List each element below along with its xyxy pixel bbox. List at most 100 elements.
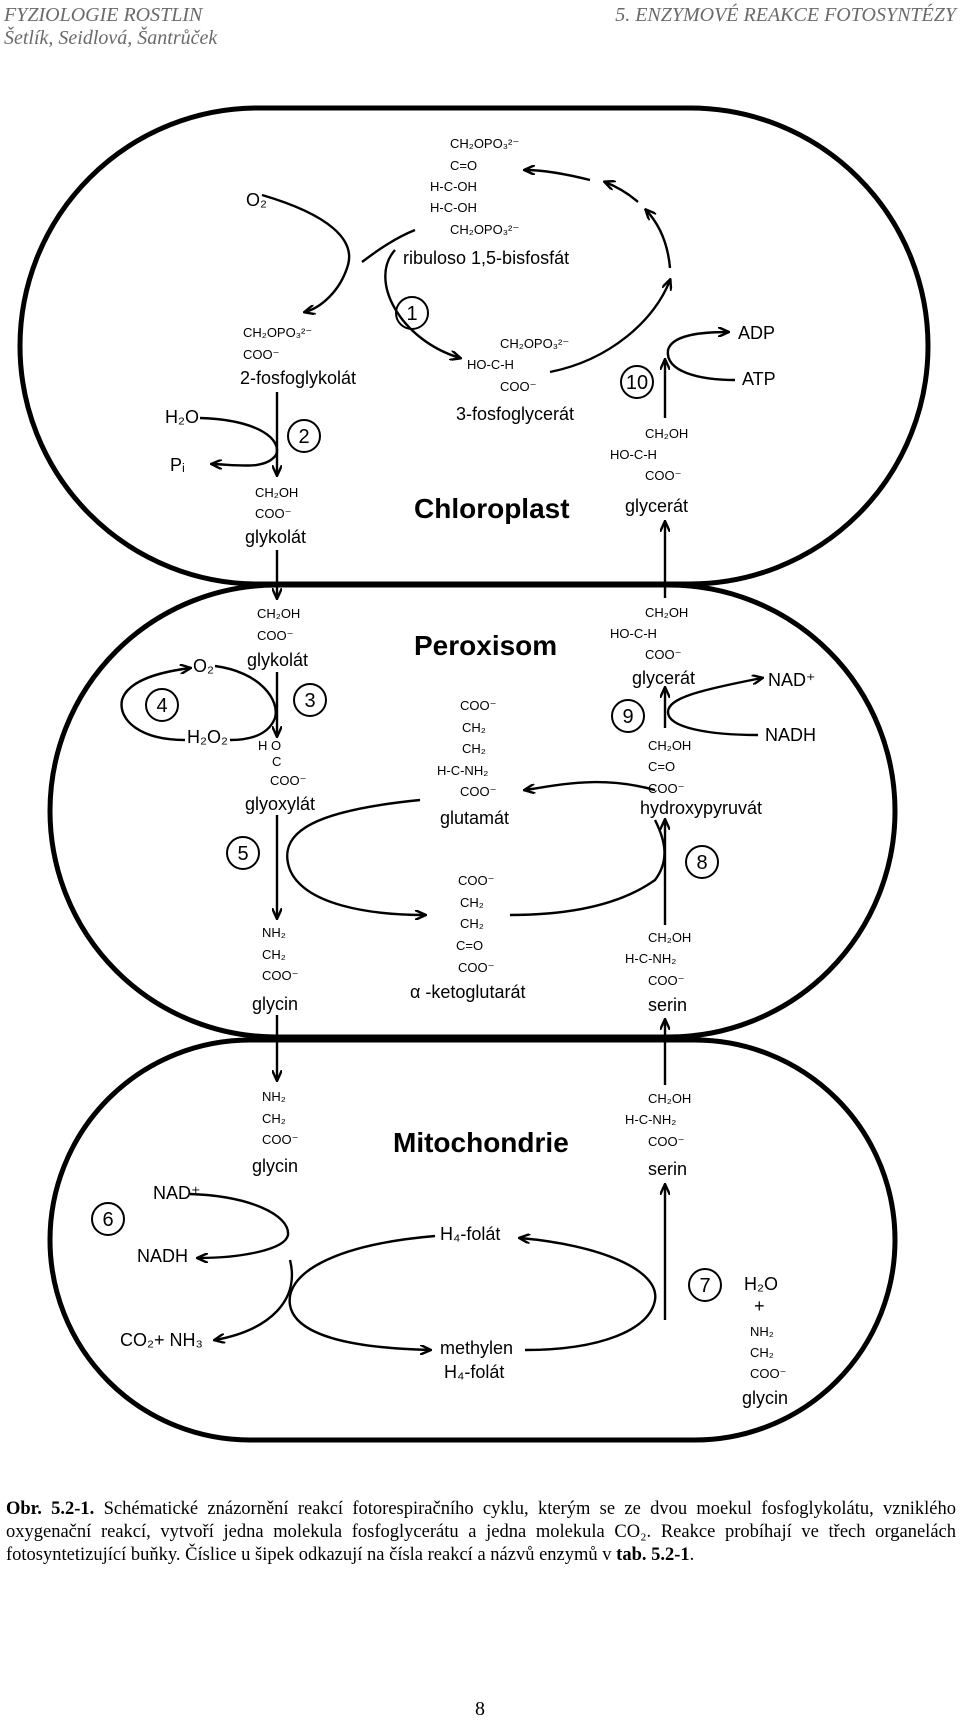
glycerate-p-line2: HO-C-H [610, 626, 657, 641]
serine-m-line3: COO⁻ [648, 1134, 684, 1149]
atp-label: ATP [742, 369, 776, 389]
glutamate-name: glutamát [440, 808, 509, 828]
glutamate-line1: COO⁻ [460, 698, 496, 713]
glycolate-p-line2: COO⁻ [257, 628, 293, 643]
arrow-pga-to-rubp [549, 280, 670, 374]
pga-name: 3-fosfoglycerát [456, 404, 574, 424]
compound-glycolate-peroxisome: CH₂OH COO⁻ glykolát [247, 606, 308, 670]
reaction-9-circle [611, 699, 645, 733]
glycolate-c-name: glykolát [245, 527, 306, 547]
glutamate-line5: COO⁻ [460, 784, 496, 799]
reaction-7-circle [688, 1268, 722, 1302]
o2-peroxisome: O₂ [193, 656, 214, 676]
arrow-glycine-cleavage [215, 1259, 293, 1340]
reaction-5: 5 [226, 836, 260, 870]
reaction-3-number: 3 [304, 690, 315, 712]
nad-mitochondria: NAD⁺ [153, 1183, 201, 1203]
page-number: 8 [475, 1698, 485, 1720]
glyoxylate-line3: COO⁻ [270, 773, 306, 788]
compound-glycine-peroxisome: NH₂ CH₂ COO⁻ glycin [252, 925, 298, 1014]
nad-peroxisome: NAD⁺ [768, 670, 816, 690]
serine-p-line3: COO⁻ [648, 973, 684, 988]
h2o-mitochondria: H₂O [744, 1274, 778, 1294]
reaction-4-number: 4 [156, 695, 167, 717]
compound-hydroxypyruvate: CH₂OH C=O COO⁻ hydroxypyruvát [640, 738, 762, 818]
akg-line2: CH₂ [460, 895, 484, 910]
glycolate-p-line1: CH₂OH [257, 606, 300, 621]
reaction-6-circle [91, 1202, 125, 1236]
glyoxylate-name: glyoxylát [245, 794, 315, 814]
header-chapter: 5. ENZYMOVÉ REAKCE FOTOSYNTÉZY [615, 4, 956, 26]
reaction-3-circle [293, 683, 327, 717]
arrow-h4folate-to-methylene [288, 1234, 436, 1350]
serine-m-line2: H-C-NH₂ [625, 1112, 676, 1127]
glycine-m-name: glycin [252, 1156, 298, 1176]
adp-label: ADP [738, 323, 775, 343]
glycerate-p-line1: CH₂OH [645, 605, 688, 620]
arrow-regeneration-1 [646, 210, 672, 269]
pglyc-name: 2-fosfoglykolát [240, 368, 356, 388]
nadh-peroxisome: NADH [765, 725, 816, 745]
header-authors: Šetlík, Seidlová, Šantrůček [4, 27, 218, 49]
co2-nh3-label: CO₂+ NH₃ [120, 1330, 203, 1350]
reaction-10-number: 10 [626, 372, 648, 394]
glutamate-line4: H-C-NH₂ [437, 763, 488, 778]
reaction-5-number: 5 [237, 843, 248, 865]
reaction-8-number: 8 [696, 852, 707, 874]
glycolate-c-line1: CH₂OH [255, 485, 298, 500]
akg-line3: CH₂ [460, 916, 484, 931]
reaction-6: 6 [91, 1202, 125, 1236]
glyoxylate-line1: H O [258, 738, 281, 753]
reaction-6-number: 6 [102, 1209, 113, 1231]
compound-3-phosphoglycerate: CH₂OPO₃²⁻ HO-C-H COO⁻ 3-fosfoglycerát [456, 336, 574, 424]
h2o-chloroplast: H₂O [165, 407, 199, 427]
compound-glycine-mitochondria-2: H₂O + NH₂ CH₂ COO⁻ glycin [742, 1274, 788, 1408]
compound-alpha-ketoglutarate: COO⁻ CH₂ CH₂ C=O COO⁻ α -ketoglutarát [410, 873, 525, 1002]
figure-caption: Obr. 5.2-1. Schématické znázornění reakc… [6, 1498, 956, 1567]
serine-m-line1: CH₂OH [648, 1091, 691, 1106]
compound-glycerate-chloroplast: CH₂OH HO-C-H COO⁻ glycerát [610, 426, 688, 516]
glycine-m-line2: CH₂ [262, 1111, 286, 1126]
glycine-m-line3: COO⁻ [262, 1132, 298, 1147]
pga-line3: COO⁻ [500, 379, 536, 394]
compound-glutamate: COO⁻ CH₂ CH₂ H-C-NH₂ COO⁻ glutamát [437, 698, 509, 828]
arrow-atp-adp-reaction10 [666, 332, 736, 382]
arrow-methylene-to-h4folate [520, 1238, 657, 1352]
glyoxylate-line2: C [272, 754, 281, 769]
arrow-o2-to-phosphoglycolate [261, 193, 351, 312]
reaction-5-circle [226, 836, 260, 870]
arrow-transamination-left [286, 798, 425, 915]
rubp-line1: CH₂OPO₃²⁻ [450, 136, 519, 151]
glycolate-c-line2: COO⁻ [255, 506, 291, 521]
hydroxypyruvate-line3: COO⁻ [648, 781, 684, 796]
hydroxypyruvate-line1: CH₂OH [648, 738, 691, 753]
compound-glycine-mitochondria: NH₂ CH₂ COO⁻ glycin [252, 1089, 298, 1176]
arrow-h2o-pi-reaction2 [199, 416, 279, 466]
glycine-m2-name: glycin [742, 1388, 788, 1408]
serine-m-name: serin [648, 1159, 687, 1179]
hydroxypyruvate-name: hydroxypyruvát [640, 798, 762, 818]
glycerate-p-name: glycerát [632, 668, 695, 688]
reaction-7: 7 [688, 1268, 722, 1302]
chloroplast-label: Chloroplast [414, 493, 570, 524]
glutamate-line2: CH₂ [462, 720, 486, 735]
pglyc-line2: COO⁻ [243, 347, 279, 362]
akg-name: α -ketoglutarát [410, 982, 525, 1002]
reaction-2: 2 [287, 419, 321, 453]
glutamate-line3: CH₂ [462, 741, 486, 756]
caption-label: Obr. 5.2-1. [6, 1499, 95, 1519]
pglyc-line1: CH₂OPO₃²⁻ [243, 325, 312, 340]
akg-line4: C=O [456, 938, 483, 953]
compound-phosphoglycolate: CH₂OPO₃²⁻ COO⁻ 2-fosfoglykolát [240, 325, 356, 388]
header-book-title: FYZIOLOGIE ROSTLIN [4, 4, 203, 26]
arrow-regeneration-2 [605, 182, 639, 203]
glycerate-c-line2: HO-C-H [610, 447, 657, 462]
peroxisome-label: Peroxisom [414, 630, 557, 661]
glycolate-p-name: glykolát [247, 650, 308, 670]
pga-line1: CH₂OPO₃²⁻ [500, 336, 569, 351]
methylene-label: methylen [440, 1338, 513, 1358]
glycine-p-name: glycin [252, 994, 298, 1014]
hydroxypyruvate-line2: C=O [648, 759, 675, 774]
caption-table-ref: tab. 5.2-1 [616, 1545, 690, 1565]
mitochondria-outline [47, 1037, 898, 1443]
